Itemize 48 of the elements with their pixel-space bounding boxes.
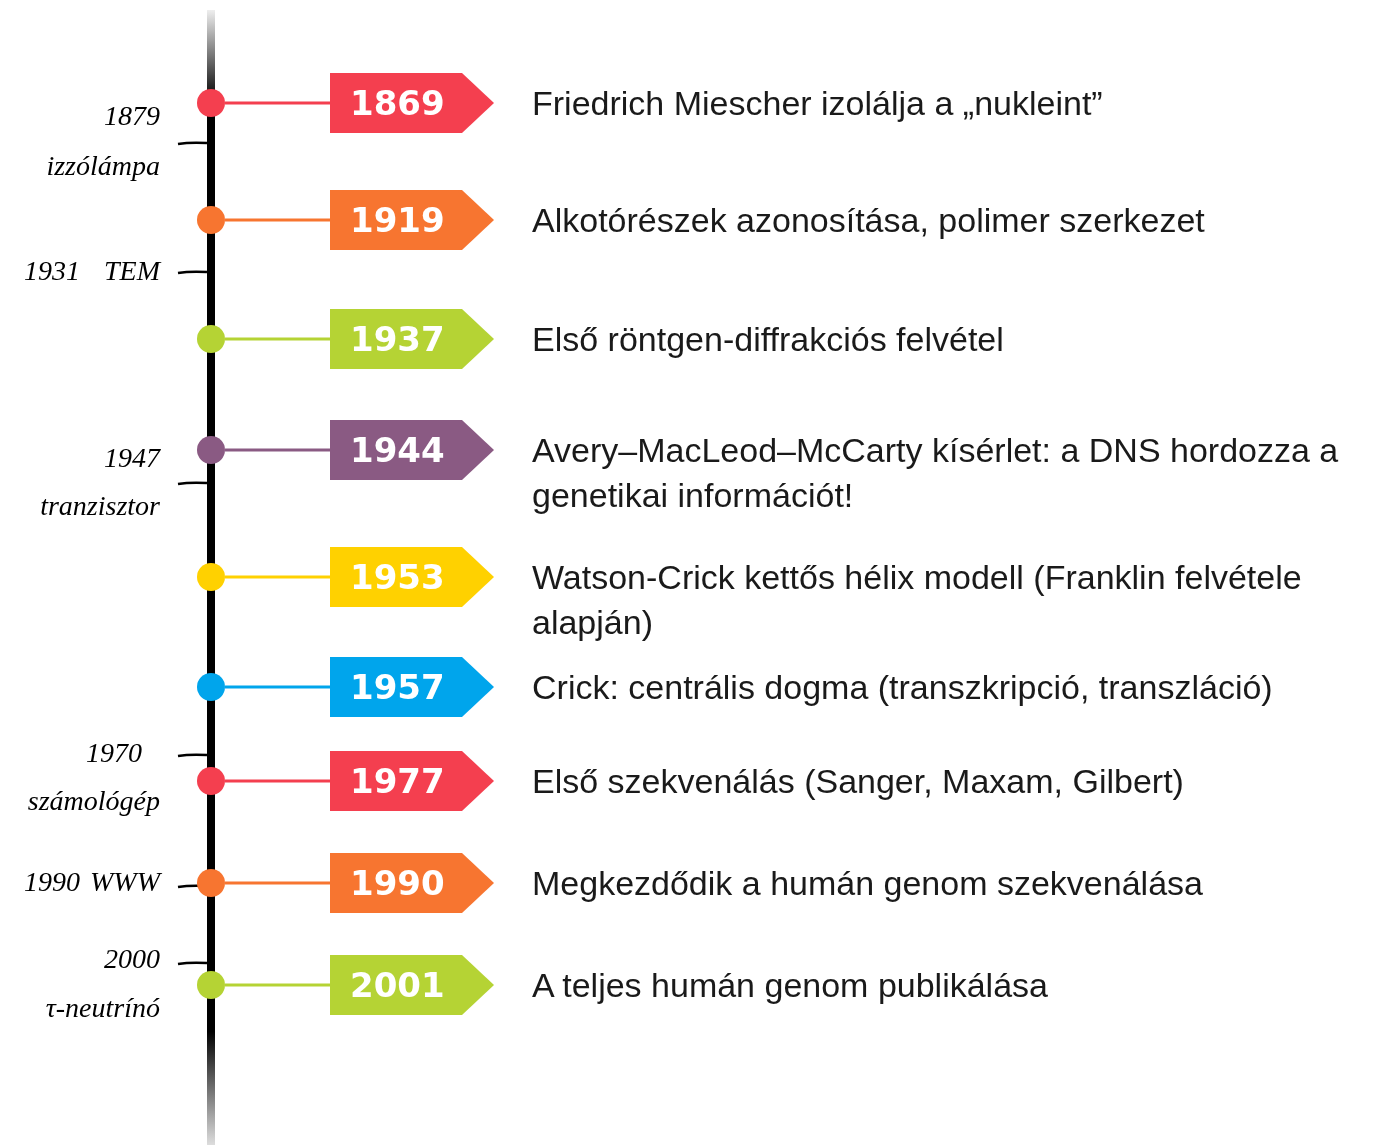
connector-line <box>225 337 330 341</box>
connector-line <box>225 575 330 579</box>
timeline-dot <box>197 436 225 464</box>
event-description: Avery–MacLeod–McCarty kísérlet: a DNS hordozza a genetikai információt! <box>532 430 1340 516</box>
side-note: WWW <box>90 866 160 898</box>
timeline-dot <box>197 89 225 117</box>
event-description: Első röntgen-diffrakciós felvétel <box>532 319 1005 360</box>
timeline-dot <box>197 767 225 795</box>
year-tag: 1953 <box>330 547 494 607</box>
side-note: 1931 <box>24 255 80 287</box>
connector-line <box>225 881 330 885</box>
side-note: 2000 <box>104 943 160 975</box>
timeline-dot <box>197 325 225 353</box>
timeline-dot <box>197 563 225 591</box>
side-note: TEM <box>104 255 160 287</box>
year-tag: 1937 <box>330 309 494 369</box>
connector-line <box>225 983 330 987</box>
event-description: Megkezdődik a humán genom szekvenálása <box>532 863 1204 904</box>
year-tag: 2001 <box>330 955 494 1015</box>
timeline-dot <box>197 206 225 234</box>
event-description: Crick: centrális dogma (transzkripció, transzláció) <box>532 667 1274 708</box>
year-tag: 1919 <box>330 190 494 250</box>
event-description: Első szekvenálás (Sanger, Maxam, Gilbert) <box>532 761 1185 802</box>
year-tag: 1957 <box>330 657 494 717</box>
side-note: tranzisztor <box>40 490 160 522</box>
connector-line <box>225 218 330 222</box>
year-tag: 1944 <box>330 420 494 480</box>
side-note: 1970 <box>86 737 142 769</box>
connector-line <box>225 101 330 105</box>
side-note: 1990 <box>24 866 80 898</box>
event-description: A teljes humán genom publikálása <box>532 965 1049 1006</box>
year-tag: 1990 <box>330 853 494 913</box>
side-note: számológép <box>27 785 160 817</box>
connector-line <box>225 779 330 783</box>
event-description: Friedrich Miescher izolálja a „nukleint” <box>532 83 1104 124</box>
connector-line <box>225 448 330 452</box>
connector-line <box>225 685 330 689</box>
side-note: τ-neutrínó <box>45 992 160 1024</box>
side-note: 1947 <box>104 442 160 474</box>
timeline-dot <box>197 971 225 999</box>
year-tag: 1977 <box>330 751 494 811</box>
side-note: 1879 <box>104 100 160 132</box>
event-description: Watson-Crick kettős hélix modell (Franklin felvétele alapján) <box>532 557 1303 643</box>
event-description: Alkotórészek azonosítása, polimer szerkezet <box>532 200 1206 241</box>
side-note: izzólámpa <box>46 150 160 182</box>
timeline-dot <box>197 673 225 701</box>
year-tag: 1869 <box>330 73 494 133</box>
timeline-dot <box>197 869 225 897</box>
